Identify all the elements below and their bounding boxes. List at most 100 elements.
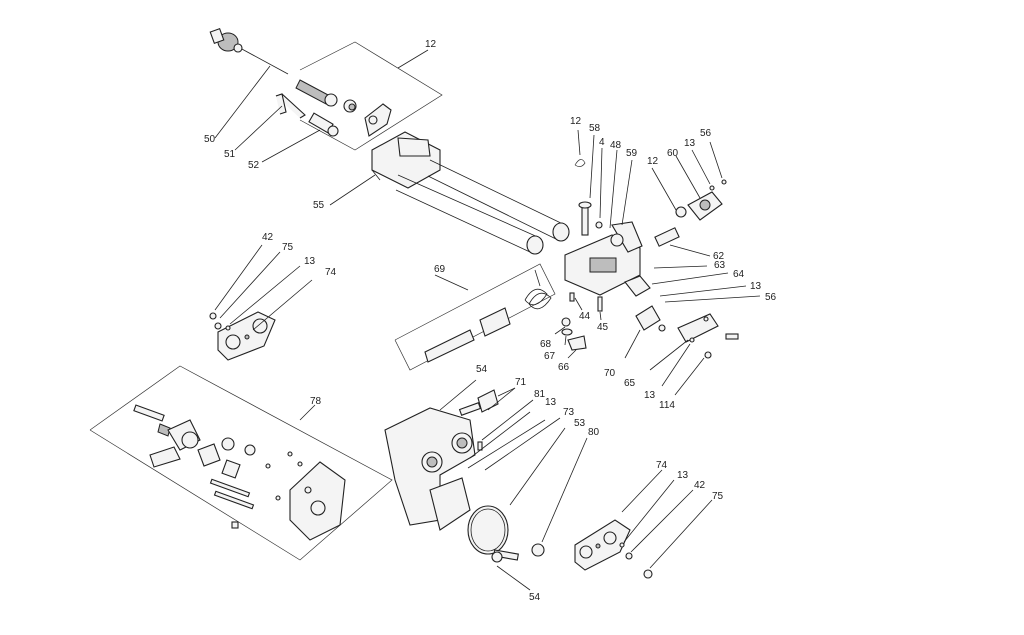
part-13-screw-f <box>619 479 675 548</box>
part-13-screw-d <box>661 337 695 387</box>
label-51: 51 <box>224 149 236 160</box>
part-13-screw-e <box>469 411 531 459</box>
label-73: 73 <box>563 407 575 418</box>
label-45: 45 <box>597 322 609 333</box>
label-13-d: 13 <box>644 390 656 401</box>
label-78: 78 <box>310 396 322 407</box>
part-78-sleeve <box>197 443 221 467</box>
label-56-b: 56 <box>765 292 777 303</box>
part-75-screw-b <box>643 499 713 579</box>
part-58-pin <box>578 134 595 236</box>
label-66: 66 <box>558 362 570 373</box>
label-67: 67 <box>544 351 556 362</box>
part-68-screw <box>554 317 571 335</box>
part-80-nut <box>531 437 588 557</box>
part-55-frame <box>329 131 570 255</box>
label-80: 80 <box>588 427 600 438</box>
label-13-a: 13 <box>684 138 696 149</box>
part-78-clamp-body <box>149 419 201 468</box>
part-78-cover <box>289 461 346 541</box>
label-58: 58 <box>589 123 601 134</box>
label-54-b: 54 <box>529 592 541 603</box>
part-66-bracket <box>567 335 587 359</box>
label-81: 81 <box>534 389 546 400</box>
part-53-ring <box>467 427 566 555</box>
label-114: 114 <box>659 400 675 411</box>
label-13-c: 13 <box>750 281 762 292</box>
label-55: 55 <box>313 200 325 211</box>
part-69-shaft <box>424 329 475 363</box>
label-64: 64 <box>733 269 745 280</box>
label-4: 4 <box>599 137 605 148</box>
label-59: 59 <box>626 148 638 159</box>
part-4-washer <box>595 147 603 229</box>
label-68: 68 <box>540 339 552 350</box>
group-12-outline <box>299 41 443 151</box>
part-78-bolt <box>133 404 171 437</box>
label-42-a: 42 <box>262 232 274 243</box>
part-54-housing <box>384 379 477 531</box>
part-56-screw-a <box>709 141 727 185</box>
part-78-pins <box>209 478 255 529</box>
label-13-e: 13 <box>545 397 557 408</box>
label-71: 71 <box>515 377 527 388</box>
label-56-a: 56 <box>700 128 712 139</box>
part-48-screw <box>609 149 618 229</box>
label-12-clip: 12 <box>570 116 582 127</box>
part-42-screw-b <box>625 489 694 560</box>
label-69: 69 <box>434 264 446 275</box>
part-70-lever <box>624 305 666 359</box>
part-screw-far-right <box>725 333 739 340</box>
label-52: 52 <box>248 160 260 171</box>
label-75-a: 75 <box>282 242 294 253</box>
label-12: 12 <box>425 39 437 50</box>
part-56-screw-b <box>664 295 761 303</box>
part-65-handle <box>649 313 719 371</box>
part-51-allen-key <box>234 93 306 151</box>
part-54-bolt <box>491 549 531 591</box>
part-12-clip <box>574 129 586 167</box>
label-75-b: 75 <box>712 491 724 502</box>
part-spring-bolt <box>295 79 357 113</box>
part-67-washer <box>561 328 573 346</box>
part-60-latch <box>675 155 723 221</box>
label-50: 50 <box>204 134 216 145</box>
label-63: 63 <box>714 260 726 271</box>
part-12-spring <box>651 167 687 218</box>
label-48: 48 <box>610 140 622 151</box>
part-13-screw-a <box>691 149 715 191</box>
label-65: 65 <box>624 378 636 389</box>
labels: 12 50 51 52 55 12 58 4 48 59 12 60 13 56… <box>204 39 777 603</box>
part-114-screw <box>674 351 712 396</box>
group-78-outline <box>89 365 393 561</box>
part-50-knob-rod <box>209 27 289 139</box>
part-bracket-tab <box>364 103 392 137</box>
part-45-screw <box>597 296 603 321</box>
label-74-b: 74 <box>656 460 668 471</box>
part-69-spring <box>524 269 552 310</box>
part-69-sleeve <box>479 307 511 337</box>
label-42-b: 42 <box>694 480 706 491</box>
part-59-housing <box>564 159 643 296</box>
label-13-b: 13 <box>304 256 316 267</box>
part-44-key <box>569 292 583 311</box>
label-62: 62 <box>713 251 725 262</box>
label-70: 70 <box>604 368 616 379</box>
part-78-nut <box>221 437 256 456</box>
part-71-bolt <box>458 387 516 416</box>
group-69-outline <box>394 263 556 371</box>
part-63-pin <box>653 265 708 269</box>
label-54-a: 54 <box>476 364 488 375</box>
label-60: 60 <box>667 148 679 159</box>
part-62-stud <box>654 227 711 257</box>
label-53: 53 <box>574 418 586 429</box>
label-12-spring: 12 <box>647 156 659 167</box>
part-73-spring-pin <box>467 417 561 471</box>
part-78-small-screws <box>265 451 303 501</box>
label-44: 44 <box>579 311 591 322</box>
part-13-screw-c <box>659 285 747 297</box>
part-64-cam <box>624 272 729 297</box>
part-52-bolt <box>261 112 339 163</box>
